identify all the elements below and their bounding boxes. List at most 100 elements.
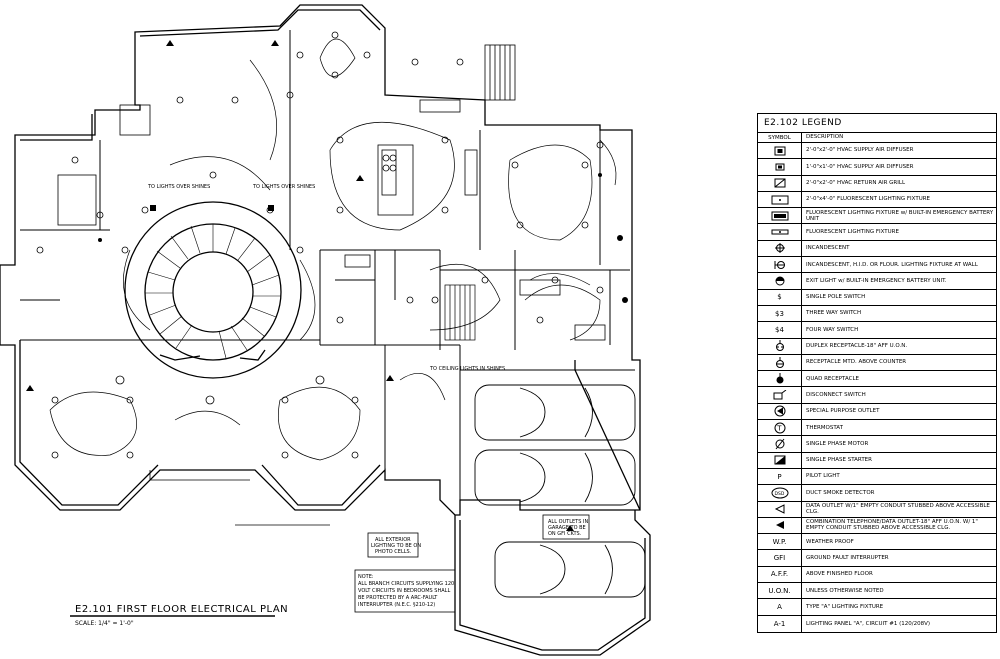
legend-row: $ SINGLE POLE SWITCH xyxy=(758,289,996,306)
fluorescent-fixture-icon xyxy=(758,224,802,240)
legend-description: TYPE "A" LIGHTING FIXTURE xyxy=(806,603,884,610)
svg-text:BE PROTECTED BY A ARC-FAULT: BE PROTECTED BY A ARC-FAULT xyxy=(358,595,438,601)
legend-symbol: A xyxy=(758,599,802,615)
legend-table: E2.102 LEGEND SYMBOL DESCRIPTION 2'-0"x2… xyxy=(757,113,997,633)
incandescent-icon xyxy=(758,240,802,257)
legend-description: SPECIAL PURPOSE OUTLET xyxy=(806,408,880,415)
legend-description: FLUORESCENT LIGHTING FIXTURE xyxy=(806,228,899,235)
legend-description: DATA OUTLET W/1" EMPTY CONDUIT STUBBED A… xyxy=(806,502,990,516)
exterior-walls xyxy=(0,4,641,516)
legend-description: FLUORESCENT LIGHTING FIXTURE w/ BUILT-IN… xyxy=(806,209,994,222)
legend-rows: 2'-0"x2'-0" HVAC SUPPLY AIR DIFFUSER 1'-0… xyxy=(758,143,996,632)
legend-description: WEATHER PROOF xyxy=(806,538,854,545)
wall-fixture-icon xyxy=(758,257,802,273)
legend-row: GFI GROUND FAULT INTERRUPTER xyxy=(758,550,996,567)
legend-symbol: GFI xyxy=(758,550,802,566)
legend-title: E2.102 LEGEND xyxy=(764,118,842,128)
quad-receptacle-icon xyxy=(758,371,802,387)
legend-description: RECEPTACLE MTD. ABOVE COUNTER xyxy=(806,359,907,366)
legend-row: 2'-0"x2'-0" HVAC SUPPLY AIR DIFFUSER xyxy=(758,143,996,160)
svg-text:ALL OUTLETS IN: ALL OUTLETS IN xyxy=(548,519,588,525)
interior-walls xyxy=(20,30,635,500)
thermostat-icon: T xyxy=(758,420,802,436)
legend-symbol: $ xyxy=(758,289,802,305)
legend-description: SINGLE POLE SWITCH xyxy=(806,294,866,301)
legend-title-bar: E2.102 LEGEND xyxy=(758,114,996,133)
legend-row: COMBINATION TELEPHONE/DATA OUTLET-18" AF… xyxy=(758,517,996,535)
legend-description: GROUND FAULT INTERRUPTER xyxy=(806,554,889,561)
combo-outlet-icon xyxy=(758,517,802,534)
legend-row: A TYPE "A" LIGHTING FIXTURE xyxy=(758,599,996,616)
legend-row: T THERMOSTAT xyxy=(758,420,996,437)
legend-description: EXIT LIGHT w/ BUILT-IN EMERGENCY BATTERY… xyxy=(806,277,947,284)
legend-symbol: $4 xyxy=(758,322,802,338)
legend-row: 2'-0"x2'-0" HVAC RETURN AIR GRILL xyxy=(758,175,996,192)
legend-description: QUAD RECEPTACLE xyxy=(806,375,860,382)
svg-text:ALL EXTERIOR: ALL EXTERIOR xyxy=(375,537,411,543)
duct-smoke-detector-icon: DSD xyxy=(758,485,802,501)
note-garage-outlets: ALL OUTLETS IN GARAGE TO BE ON GFI CKTS. xyxy=(542,514,590,540)
fluorescent-battery-icon xyxy=(758,208,802,224)
legend-row: INCANDESCENT xyxy=(758,240,996,258)
legend-description: 1'-0"x1'-0" HVAC SUPPLY AIR DIFFUSER xyxy=(806,163,914,170)
legend-description: DUCT SMOKE DETECTOR xyxy=(806,489,875,496)
callout-lights-right: TO LIGHTS OVER SHINES xyxy=(252,184,315,190)
legend-symbol: A.F.F. xyxy=(758,566,802,583)
callout-lights-left: TO LIGHTS OVER SHINES xyxy=(147,184,210,190)
legend-description: DISCONNECT SWITCH xyxy=(806,391,866,398)
duplex-receptacle-icon xyxy=(758,338,802,354)
svg-text:LIGHTING TO BE ON: LIGHTING TO BE ON xyxy=(371,543,421,549)
center-stair xyxy=(444,284,476,341)
legend-description: COMBINATION TELEPHONE/DATA OUTLET-18" AF… xyxy=(806,519,978,532)
legend-description: INCANDESCENT xyxy=(806,245,850,252)
fixture-rooms xyxy=(57,174,606,526)
legend-row: RECEPTACLE MTD. ABOVE COUNTER xyxy=(758,354,996,372)
legend-row: DATA OUTLET W/1" EMPTY CONDUIT STUBBED A… xyxy=(758,501,996,518)
legend-description: THERMOSTAT xyxy=(806,424,843,431)
drawing-title: E2.101 FIRST FLOOR ELECTRICAL PLAN xyxy=(75,604,288,615)
legend-col-symbol: SYMBOL xyxy=(758,133,802,142)
light-fixtures xyxy=(36,31,604,459)
legend-row: 1'-0"x1'-0" HVAC SUPPLY AIR DIFFUSER xyxy=(758,159,996,176)
svg-text:INTERRUPTER (N.E.C. §210-12): INTERRUPTER (N.E.C. §210-12) xyxy=(358,602,435,608)
svg-text:ALL BRANCH CIRCUITS SUPPLYING: ALL BRANCH CIRCUITS SUPPLYING 120 xyxy=(358,581,454,587)
legend-row: SPECIAL PURPOSE OUTLET xyxy=(758,403,996,421)
legend-symbol: W.P. xyxy=(758,534,802,550)
legend-row: DUPLEX RECEPTACLE-18" AFF U.O.N. xyxy=(758,338,996,355)
callout-ceiling-lights: TO CEILING LIGHTS IN SHINES xyxy=(429,366,505,372)
legend-row: FLUORESCENT LIGHTING FIXTURE w/ BUILT-IN… xyxy=(758,208,996,225)
legend-row: QUAD RECEPTACLE xyxy=(758,371,996,388)
lighting-circuit-arcs xyxy=(49,38,617,461)
starter-icon xyxy=(758,452,802,468)
legend-row: SINGLE PHASE STARTER xyxy=(758,452,996,469)
legend-row: 2'-0"x4'-0" FLUORESCENT LIGHTING FIXTURE xyxy=(758,191,996,209)
motor-icon xyxy=(758,436,802,452)
supply-diffuser-1x1-icon xyxy=(758,159,802,175)
legend-row: SINGLE PHASE MOTOR xyxy=(758,436,996,453)
counter-receptacle-icon xyxy=(758,354,802,371)
exit-light-icon xyxy=(758,273,802,289)
svg-text:GARAGE TO BE: GARAGE TO BE xyxy=(548,525,586,531)
return-grill-icon xyxy=(758,175,802,191)
floor-plan-drawing: TO LIGHTS OVER SHINES TO LIGHTS OVER SHI… xyxy=(0,4,651,656)
garage-walls xyxy=(454,360,651,656)
legend-header-row: SYMBOL DESCRIPTION xyxy=(758,133,996,143)
legend-row: FLUORESCENT LIGHTING FIXTURE xyxy=(758,224,996,241)
legend-symbol: $3 xyxy=(758,305,802,322)
note-branch-circuits: NOTE: ALL BRANCH CIRCUITS SUPPLYING 120 … xyxy=(354,569,456,613)
special-outlet-icon xyxy=(758,403,802,420)
legend-symbol: A-1 xyxy=(758,615,802,632)
legend-row: INCANDESCENT, H.I.D. OR FLOUR. LIGHTING … xyxy=(758,257,996,274)
spiral-staircase xyxy=(124,201,302,379)
drawing-scale: SCALE: 1/4" = 1'-0" xyxy=(75,620,134,627)
legend-description: 2'-0"x4'-0" FLUORESCENT LIGHTING FIXTURE xyxy=(806,196,931,203)
note-exterior-lighting: ALL EXTERIOR LIGHTING TO BE ON PHOTO CEL… xyxy=(367,532,421,558)
legend-row: U.O.N.UNLESS OTHERWISE NOTED xyxy=(758,583,996,600)
legend-description: INCANDESCENT, H.I.D. OR FLOUR. LIGHTING … xyxy=(806,261,978,268)
legend-row: DSD DUCT SMOKE DETECTOR xyxy=(758,485,996,502)
svg-text:PHOTO CELLS.: PHOTO CELLS. xyxy=(375,549,412,555)
